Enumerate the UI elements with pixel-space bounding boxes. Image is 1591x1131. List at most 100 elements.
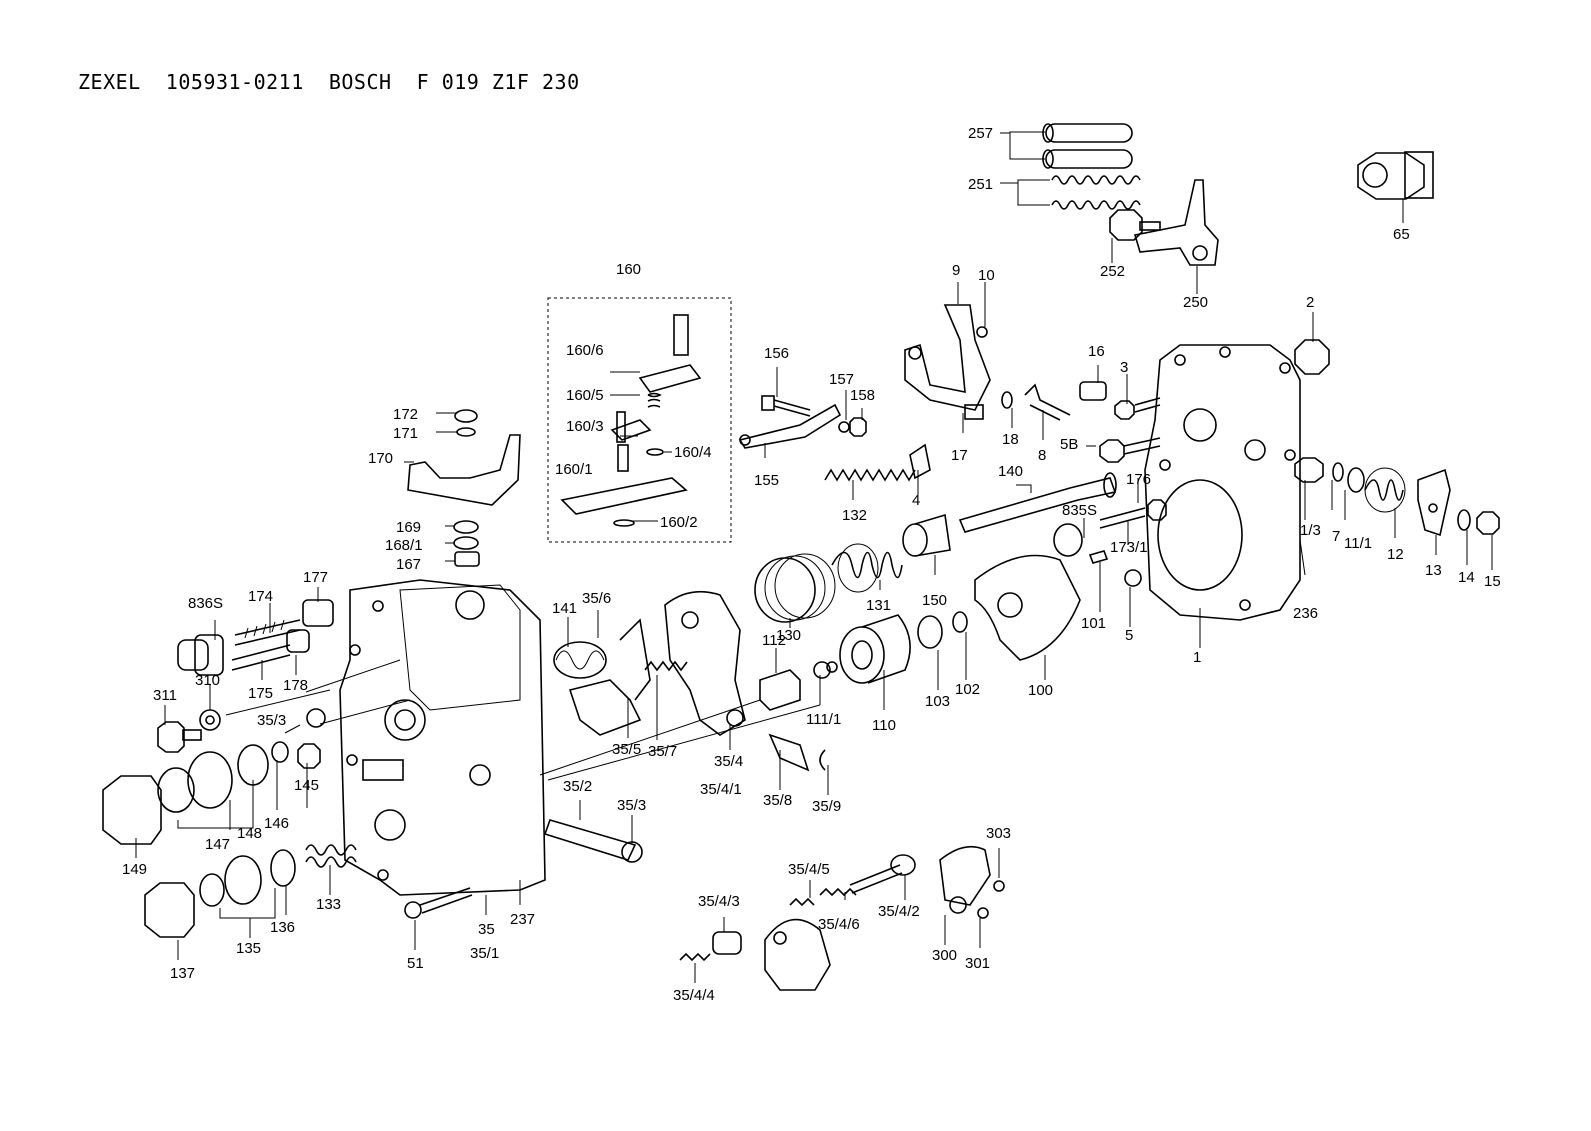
- callout-35-7: 35/7: [648, 743, 677, 760]
- part-149-cap: [102, 775, 162, 845]
- callout-160-1: 160/1: [555, 461, 593, 478]
- callout-35-2: 35/2: [563, 778, 592, 795]
- part-14-15: [1457, 509, 1500, 535]
- callout-251: 251: [968, 176, 993, 193]
- part-177-nut: [302, 599, 334, 627]
- callout-136: 136: [270, 919, 295, 936]
- callout-257: 257: [968, 125, 993, 142]
- callout-310: 310: [195, 672, 220, 689]
- callout-155: 155: [754, 472, 779, 489]
- callout-1: 1: [1193, 649, 1201, 666]
- part-5-bolt: [1124, 569, 1142, 587]
- part-251-springs: [1051, 175, 1141, 210]
- callout-140: 140: [998, 463, 1023, 480]
- part-101: [1088, 550, 1109, 564]
- callout-3: 3: [1120, 359, 1128, 376]
- part-2-plug: [1294, 339, 1330, 375]
- callout-16: 16: [1088, 343, 1105, 360]
- part-156-bolt: [761, 395, 811, 417]
- callout-300: 300: [932, 947, 957, 964]
- part-8-bolt: [1024, 383, 1071, 421]
- part-132-spring: [824, 468, 916, 482]
- part-12-spring: [1364, 467, 1406, 513]
- callout-250: 250: [1183, 294, 1208, 311]
- group-160-box: [547, 297, 732, 543]
- callout-236: 236: [1293, 605, 1318, 622]
- callout-35-6: 35/6: [582, 590, 611, 607]
- part-130-spring: [754, 553, 836, 623]
- part-112-block: [759, 661, 838, 711]
- part-300-303-301: [939, 845, 1005, 919]
- part-100-weight: [974, 554, 1081, 661]
- part-133-spring: [305, 844, 357, 868]
- callout-5B: 5B: [1060, 436, 1078, 453]
- callout-35: 35: [478, 921, 495, 938]
- callout-35-5: 35/5: [612, 741, 641, 758]
- callout-12: 12: [1387, 546, 1404, 563]
- part-141-spring: [553, 641, 607, 679]
- callout-1-3: 1/3: [1300, 522, 1321, 539]
- part-137-cap: [144, 882, 195, 938]
- callout-2: 2: [1306, 294, 1314, 311]
- callout-149: 149: [122, 861, 147, 878]
- callout-147: 147: [205, 836, 230, 853]
- callout-131: 131: [866, 597, 891, 614]
- callout-237: 237: [510, 911, 535, 928]
- callout-14: 14: [1458, 569, 1475, 586]
- part-155-lever: [738, 403, 842, 449]
- callout-111-1: 111/1: [806, 711, 841, 728]
- part-10-washer: [976, 326, 988, 338]
- part-35-9-clip: [819, 749, 826, 771]
- callout-178: 178: [283, 677, 308, 694]
- part-131-spring: [831, 543, 903, 593]
- part-174-screw: [234, 619, 301, 646]
- part-150-sleeve: [902, 513, 951, 557]
- callout-35-3a: 35/3: [257, 712, 286, 729]
- callout-173-1: 173/1: [1110, 539, 1148, 556]
- part-17-lever: [904, 304, 991, 420]
- callout-160-3: 160/3: [566, 418, 604, 435]
- callout-130: 130: [776, 627, 801, 644]
- callout-177: 177: [303, 569, 328, 586]
- callout-836S: 836S: [188, 595, 223, 612]
- callout-5: 5: [1125, 627, 1133, 644]
- callout-135: 135: [236, 940, 261, 957]
- callout-35-4-4: 35/4/4: [673, 987, 715, 1004]
- callout-35-1: 35/1: [470, 945, 499, 962]
- callout-35-4-3: 35/4/3: [698, 893, 740, 910]
- callout-18: 18: [1002, 431, 1019, 448]
- callout-35-4-2: 35/4/2: [878, 903, 920, 920]
- callout-35-4: 35/4: [714, 753, 743, 770]
- callout-160-5: 160/5: [566, 387, 604, 404]
- part-35-5-bracket: [568, 618, 651, 736]
- callout-35-4-6: 35/4/6: [818, 916, 860, 933]
- callout-150: 150: [922, 592, 947, 609]
- callout-110: 110: [872, 717, 896, 734]
- part-250-lever: [1133, 179, 1219, 266]
- part-13-plate: [1417, 468, 1451, 537]
- part-5B-bolt: [1099, 437, 1161, 463]
- callout-labels: 257 251 252 250 65 160 160/6 160/5 160/3…: [122, 125, 1501, 1004]
- callout-160: 160: [616, 261, 641, 278]
- part-65-nut: [1357, 151, 1434, 200]
- callout-176: 176: [1126, 471, 1151, 488]
- part-35-2-pin: [543, 819, 643, 863]
- part-18-part: [1001, 391, 1013, 409]
- callout-303: 303: [986, 825, 1011, 842]
- callout-301: 301: [965, 955, 990, 972]
- part-147-148-146-145: [157, 708, 326, 813]
- part-35-cover: [339, 579, 546, 896]
- callout-252: 252: [1100, 263, 1125, 280]
- part-35-7-spring: [644, 660, 688, 672]
- callout-65: 65: [1393, 226, 1410, 243]
- callout-167: 167: [396, 556, 421, 573]
- callout-160-6: 160/6: [566, 342, 604, 359]
- callout-148: 148: [237, 825, 262, 842]
- callout-13: 13: [1425, 562, 1442, 579]
- callout-101: 101: [1081, 615, 1106, 632]
- part-35-8-pin: [768, 733, 810, 772]
- callout-137: 137: [170, 965, 195, 982]
- callout-9: 9: [952, 262, 960, 279]
- part-257-sleeves: [1042, 123, 1133, 169]
- part-170-lever: [407, 409, 521, 567]
